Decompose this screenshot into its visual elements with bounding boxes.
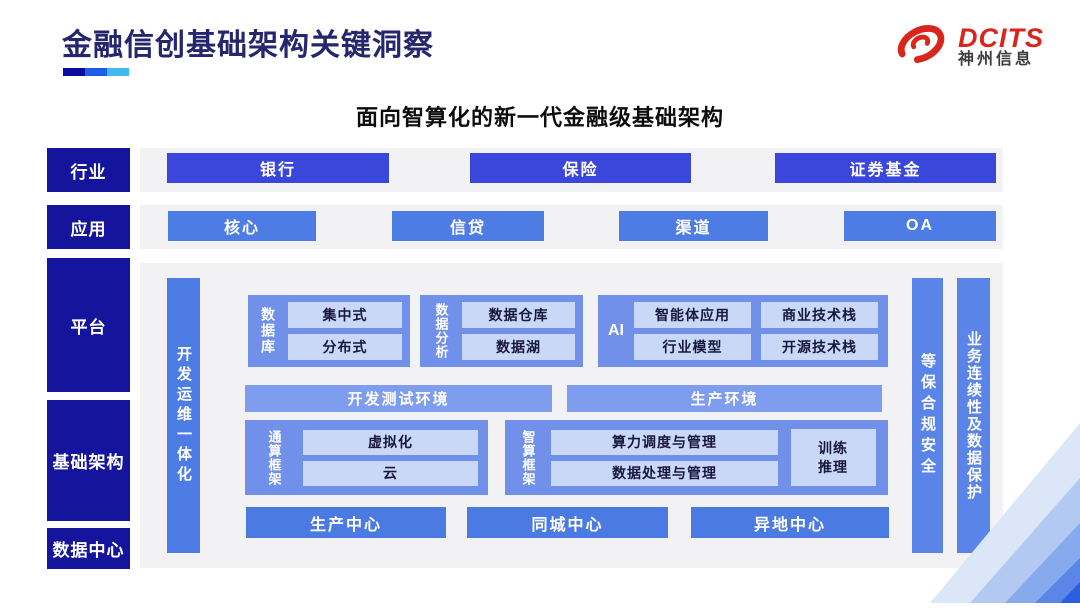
chip-virtualization: 虚拟化 (303, 429, 478, 455)
title-underline (63, 68, 129, 76)
analytics-group-label: 数据分析 (433, 303, 449, 359)
industry-box-bank: 银行 (167, 153, 389, 183)
intelligent-compute-label: 智算框架 (520, 429, 536, 486)
app-box-credit: 信贷 (392, 211, 544, 241)
continuity-vertical-bar: 业务连续性及数据保护 (957, 278, 990, 553)
security-vertical-bar: 等保合规安全 (912, 278, 943, 553)
side-label-platform: 平台 (47, 258, 130, 392)
intelligent-compute-group: 智算框架 算力调度与管理 数据处理与管理 训练 推理 (505, 420, 888, 495)
analytics-group: 数据分析 数据仓库 数据湖 (420, 295, 583, 367)
app-box-channel: 渠道 (619, 211, 768, 241)
side-label-infrastructure: 基础架构 (47, 400, 130, 521)
env-box-production: 生产环境 (567, 385, 882, 412)
ai-group-label: AI (608, 322, 624, 339)
ai-group: AI 智能体应用 商业技术栈 行业模型 开源技术栈 (598, 295, 888, 367)
chip-distributed: 分布式 (288, 334, 402, 360)
chip-training-inference: 训练 推理 (790, 429, 876, 486)
chip-centralized: 集中式 (288, 302, 402, 328)
logo-company-text: 神州信息 (958, 51, 1035, 69)
app-box-oa: OA (844, 211, 996, 241)
devops-vertical-bar: 开发运维一体化 (167, 278, 200, 553)
chip-data-warehouse: 数据仓库 (462, 302, 575, 328)
chip-industry-models: 行业模型 (634, 334, 751, 360)
chip-compute-scheduling: 算力调度与管理 (551, 429, 778, 455)
dc-box-production: 生产中心 (246, 507, 446, 538)
database-group: 数据库 集中式 分布式 (248, 295, 410, 367)
chip-commercial-stack: 商业技术栈 (761, 302, 878, 328)
general-compute-group: 通算框架 虚拟化 云 (245, 420, 488, 495)
diagram-subtitle: 面向智算化的新一代金融级基础架构 (355, 105, 724, 130)
industry-box-insurance: 保险 (470, 153, 691, 183)
dcits-swirl-icon (890, 16, 952, 77)
page-title: 金融信创基础架构关键洞察 (62, 29, 434, 62)
side-label-application: 应用 (47, 205, 130, 249)
industry-box-securities: 证券基金 (775, 153, 996, 183)
dc-box-remote: 异地中心 (691, 507, 889, 538)
corner-decoration (820, 373, 1080, 608)
general-compute-label: 通算框架 (266, 429, 282, 486)
app-box-core: 核心 (168, 211, 316, 241)
side-label-datacenter: 数据中心 (47, 528, 130, 569)
chip-opensource-stack: 开源技术栈 (761, 334, 878, 360)
company-logo: DCITS 神州信息 (890, 16, 1044, 77)
chip-agent-apps: 智能体应用 (634, 302, 751, 328)
database-group-label: 数据库 (260, 307, 276, 355)
side-label-industry: 行业 (47, 148, 130, 192)
chip-data-lake: 数据湖 (462, 334, 575, 360)
logo-brand-text: DCITS (958, 22, 1044, 53)
dc-box-samecity: 同城中心 (467, 507, 668, 538)
env-box-devtest: 开发测试环境 (245, 385, 552, 412)
chip-cloud: 云 (303, 460, 478, 486)
chip-data-processing: 数据处理与管理 (551, 460, 778, 486)
